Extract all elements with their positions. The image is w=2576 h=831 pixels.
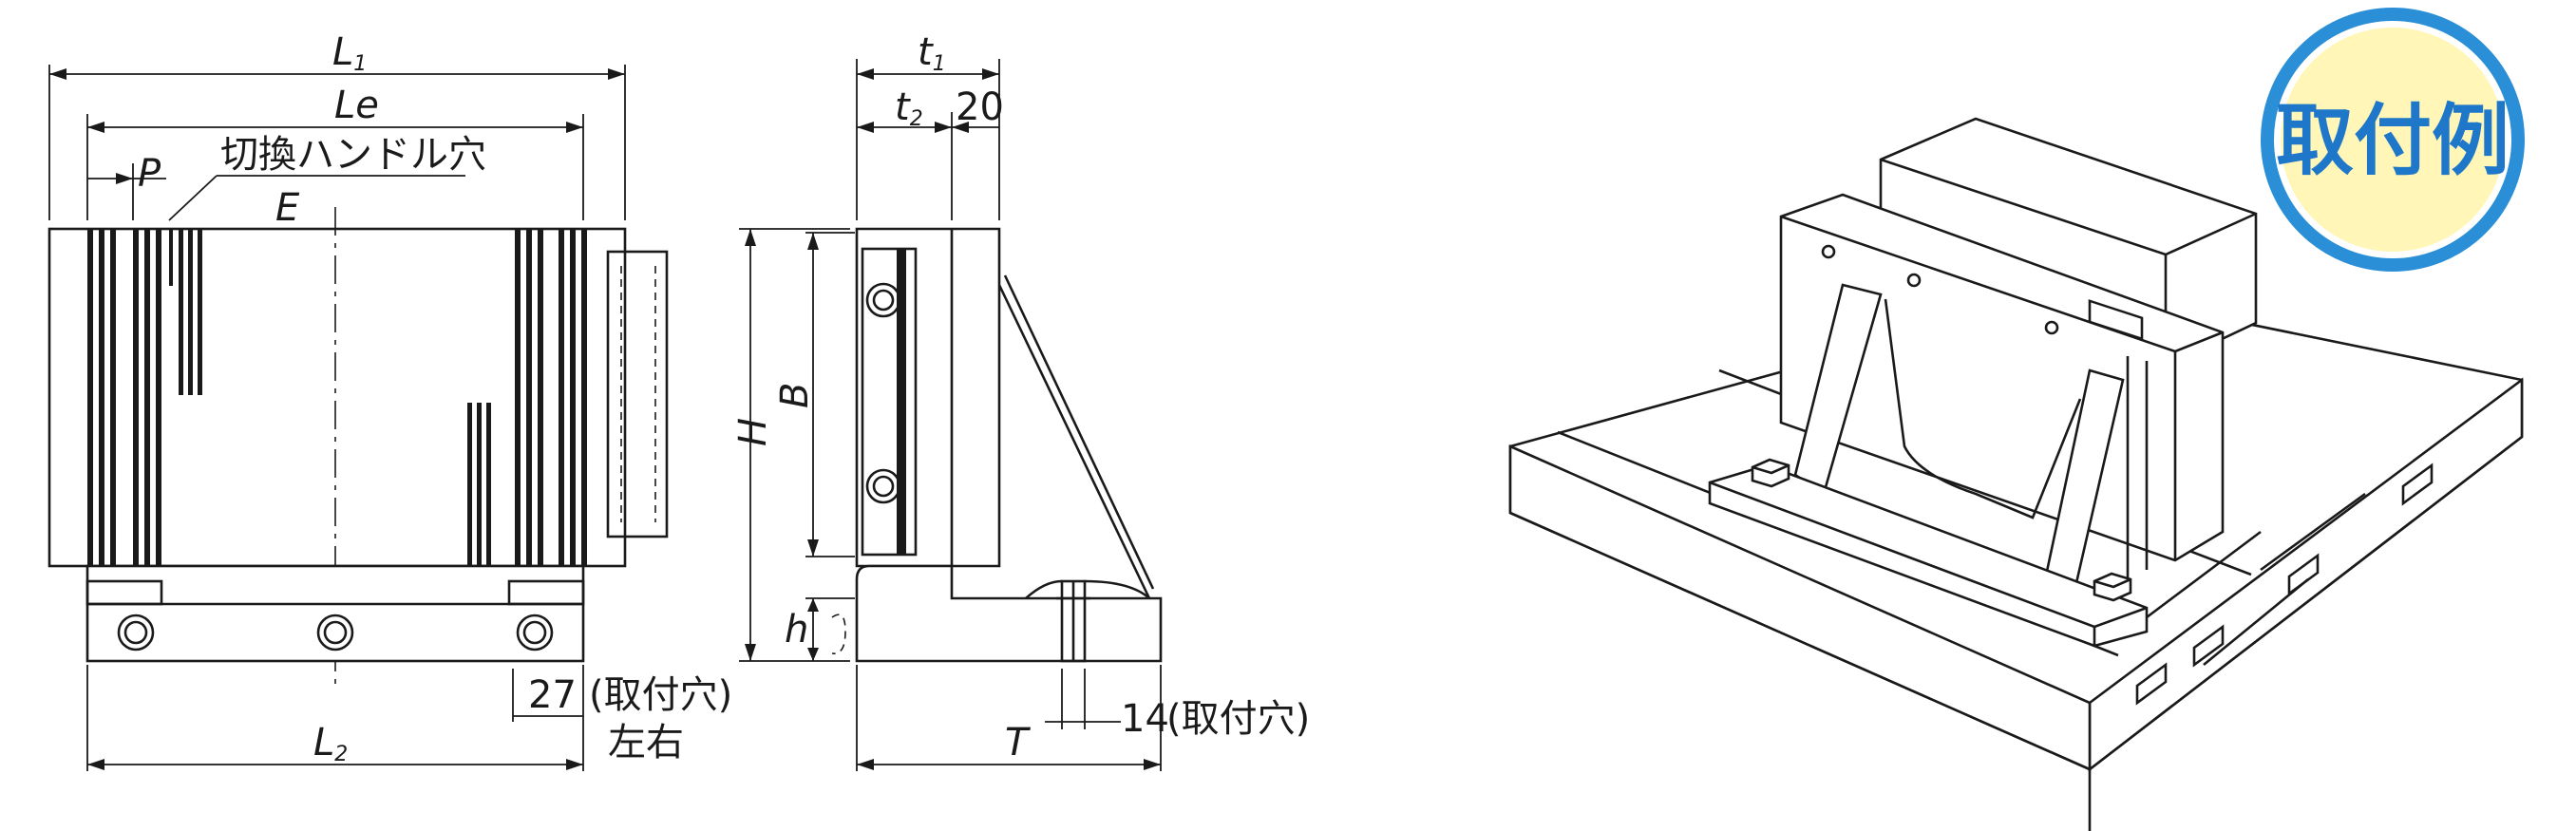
dim-h-label: h [785, 608, 808, 652]
mounting-example-badge: 取付例 [2261, 8, 2525, 272]
dim-Le-label: Le [334, 84, 379, 127]
dim-P-label: P [138, 152, 161, 196]
handle-hole-label: 切換ハンドル穴 [220, 133, 486, 177]
dim-20-label: 20 [956, 85, 1004, 129]
mount-hole-note-27: (取付穴) [589, 673, 732, 717]
dim-B-label: B [773, 383, 817, 408]
badge-label: 取付例 [2276, 96, 2510, 186]
dim-H-label: H [731, 418, 775, 446]
dim-t2-label: t2 [895, 85, 923, 131]
left-right-label: 左右 [608, 721, 684, 765]
front-view: L1 Le P 切換ハンドル穴 E [47, 30, 732, 771]
dim-t1-label: t1 [918, 30, 946, 76]
mount-hole-note-14: (取付穴) [1166, 697, 1310, 741]
dim-L1-label: L1 [332, 30, 367, 76]
front-stripes-left [87, 229, 202, 566]
front-stripes-right [467, 229, 587, 566]
dim-T-label: T [1005, 721, 1032, 765]
front-mount-holes [117, 614, 554, 652]
dim-L2-label: L2 [313, 721, 348, 766]
dim-E-label: E [275, 186, 300, 230]
side-body [855, 227, 1001, 568]
dim-27-label: 27 [528, 673, 577, 717]
dim-14-label: 14 [1121, 697, 1169, 741]
side-view: t1 t2 20 H B [731, 30, 1310, 771]
mounting-example-illustration [1508, 117, 2524, 831]
front-base [85, 564, 585, 663]
